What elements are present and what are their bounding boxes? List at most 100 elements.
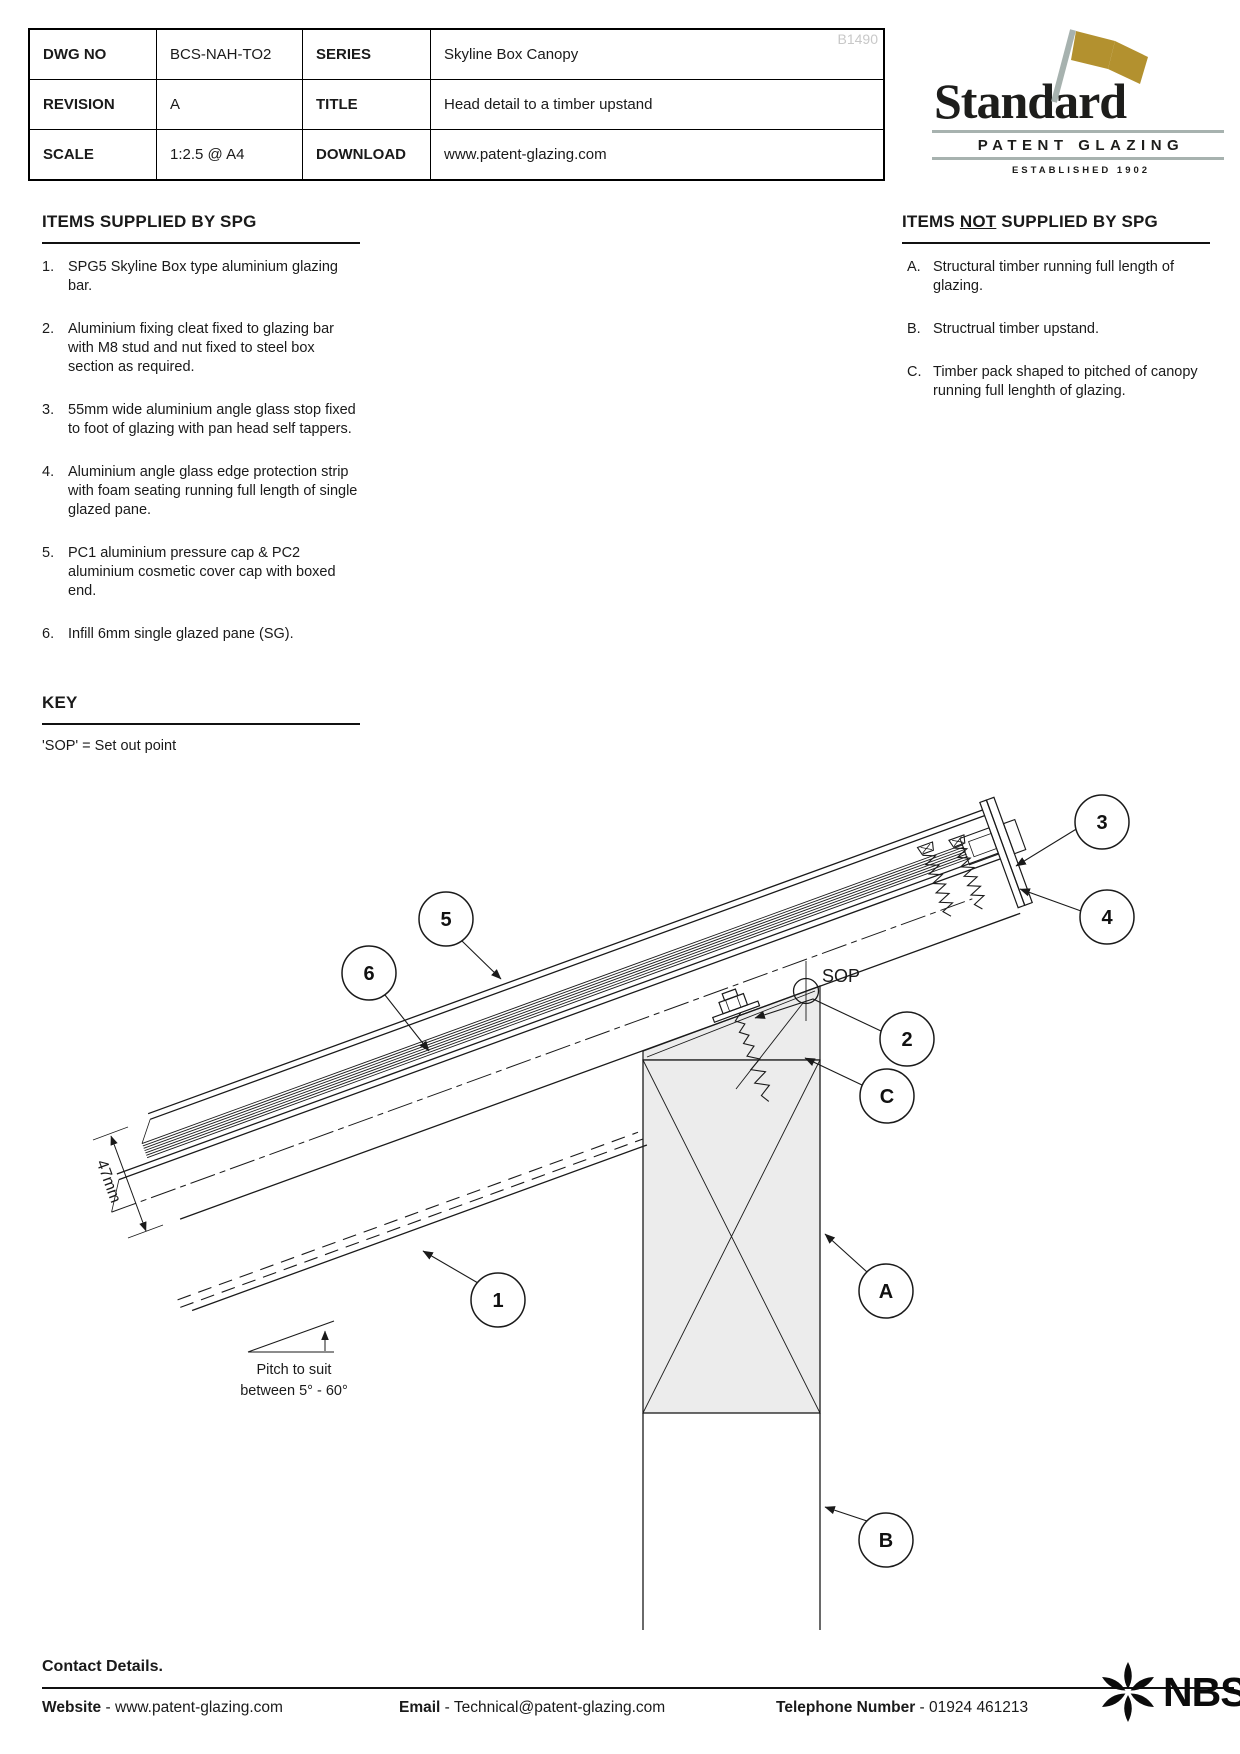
callout-4: 4 (1079, 889, 1135, 945)
logo-established: ESTABLISHED 1902 (1011, 165, 1151, 176)
company-logo: Standard PATENT GLAZING ESTABLISHED 1902 (932, 24, 1230, 176)
title-label: TITLE (302, 79, 431, 130)
table-row: DWG NO BCS-NAH-TO2 SERIES Skyline Box Ca… (28, 28, 885, 80)
key-section: KEY 'SOP' = Set out point (42, 693, 360, 754)
pitch-angle-indicator (247, 1320, 335, 1353)
callout-balloons: 3 4 5 6 2 C 1 A (341, 794, 1135, 1568)
item-text: 55mm wide aluminium angle glass stop fix… (68, 401, 356, 437)
logo-rule-top (932, 130, 1224, 133)
items-supplied-heading: ITEMS SUPPLIED BY SPG (42, 212, 257, 231)
list-item: 6.Infill 6mm single glazed pane (SG). (42, 625, 360, 644)
heading-rule (42, 242, 360, 244)
key-text: 'SOP' = Set out point (42, 737, 177, 754)
sop-label: SOP (822, 966, 860, 986)
m8-stud-and-nut (711, 988, 771, 1102)
svg-text:4: 4 (1101, 907, 1113, 929)
item-number: 4. (42, 463, 55, 480)
item-text: Aluminium fixing cleat fixed to glazing … (68, 320, 334, 375)
footer-phone: Telephone Number - 01924 461213 (776, 1699, 1028, 1717)
scale-label: SCALE (28, 129, 157, 181)
items-supplied-section: ITEMS SUPPLIED BY SPG 1. SPG5 Skyline Box… (42, 212, 360, 668)
series-value: Skyline Box Canopy (430, 28, 885, 80)
glass-pane-lines (141, 844, 969, 1159)
logo-name: Standard (934, 73, 1127, 129)
item-number: 1. (42, 258, 55, 275)
list-item: 3. 55mm wide aluminium angle glass stop f… (42, 401, 360, 439)
item-letter: B. (907, 320, 921, 337)
footer-email: Email - Technical@patent-glazing.com (399, 1699, 665, 1717)
item-text: Timber pack shaped to pitched of canopy … (933, 363, 1198, 399)
separator: - (105, 1699, 111, 1716)
download-url[interactable]: www.patent-glazing.com (430, 129, 885, 181)
series-label: SERIES (302, 28, 431, 80)
svg-text:2: 2 (901, 1029, 912, 1051)
item-text: SPG5 Skyline Box type aluminium glazing … (68, 258, 338, 294)
watermark-code: B1490 (837, 31, 878, 47)
email-link[interactable]: Technical@patent-glazing.com (453, 1699, 666, 1716)
callout-B: B (858, 1512, 914, 1568)
revision-label: REVISION (28, 79, 157, 130)
items-not-supplied-heading: ITEMS NOT SUPPLIED BY SPG (902, 212, 1158, 231)
callout-6: 6 (341, 945, 397, 1001)
glazing-bar (111, 796, 1034, 1312)
scale-value: 1:2.5 @ A4 (156, 129, 303, 181)
item-number: 3. (42, 401, 55, 418)
sop-marker (792, 961, 820, 1021)
callout-3: 3 (1074, 794, 1130, 850)
svg-text:6: 6 (363, 963, 374, 985)
footer-website: Website - www.patent-glazing.com (42, 1699, 283, 1717)
website-link[interactable]: www.patent-glazing.com (114, 1699, 283, 1716)
nbs-logo: NBS (1098, 1660, 1240, 1724)
list-item: 2. Aluminium fixing cleat fixed to glazin… (42, 320, 360, 377)
list-item: B. Structrual timber upstand. (907, 320, 1210, 339)
self-tapper-screws (916, 834, 986, 917)
hidden-line (177, 1131, 639, 1301)
items-not-supplied-section: ITEMS NOT SUPPLIED BY SPG A. Structural t… (902, 212, 1210, 425)
key-heading: KEY (42, 693, 78, 712)
contact-details-heading: Contact Details. (42, 1658, 163, 1675)
revision-value: A (156, 79, 303, 130)
glass-stop-end-plate (959, 796, 1034, 909)
technical-drawing: SOP 47mm 3 4 5 (92, 794, 1135, 1630)
centerline (111, 898, 973, 1213)
list-item: 1. SPG5 Skyline Box type aluminium glazin… (42, 258, 360, 296)
item-number: 2. (42, 320, 55, 337)
item-text: PC1 aluminium pressure cap & PC2 alumini… (68, 544, 336, 599)
svg-text:3: 3 (1096, 812, 1107, 834)
hidden-line (180, 1138, 643, 1308)
table-row: SCALE 1:2.5 @ A4 DOWNLOAD www.patent-gla… (28, 129, 885, 181)
timber-upstand (642, 1059, 821, 1630)
pitch-note: Pitch to suit between 5° - 60° (240, 1362, 348, 1399)
item-text: Structural timber running full length of… (933, 258, 1174, 294)
phone-number: 01924 461213 (929, 1699, 1029, 1716)
list-item: 4.Aluminium angle glass edge protection … (42, 463, 360, 520)
heading-rule (902, 242, 1210, 244)
dimension-47mm (92, 1126, 164, 1239)
heading-rule (42, 723, 360, 725)
email-label: Email (399, 1699, 441, 1716)
table-row: REVISION A TITLE Head detail to a timber… (28, 79, 885, 130)
dwg-no-label: DWG NO (28, 28, 157, 80)
nbs-text: NBS (1163, 1668, 1240, 1715)
list-item: 5. PC1 aluminium pressure cap & PC2 alumi… (42, 544, 360, 601)
item-text: Structrual timber upstand. (933, 320, 1100, 337)
dimension-text: 47mm (93, 1158, 124, 1206)
callout-2: 2 (879, 1011, 935, 1067)
logo-rule-bottom (932, 157, 1224, 160)
footer-rule (42, 1687, 1234, 1689)
website-label: Website (42, 1699, 102, 1716)
item-text: Infill 6mm single glazed pane (SG). (68, 625, 294, 642)
list-item: A. Structural timber running full length … (907, 258, 1210, 296)
svg-text:A: A (879, 1281, 893, 1303)
title-block-table: DWG NO BCS-NAH-TO2 SERIES Skyline Box Ca… (28, 28, 885, 181)
separator: - (919, 1699, 925, 1716)
item-number: 5. (42, 544, 55, 561)
item-letter: C. (907, 363, 922, 380)
nbs-star-icon (1102, 1662, 1154, 1722)
item-letter: A. (907, 258, 921, 275)
callout-A: A (858, 1263, 914, 1319)
download-label: DOWNLOAD (302, 129, 431, 181)
phone-label: Telephone Number (776, 1699, 916, 1716)
title-value: Head detail to a timber upstand (430, 79, 885, 130)
separator: - (444, 1699, 450, 1716)
